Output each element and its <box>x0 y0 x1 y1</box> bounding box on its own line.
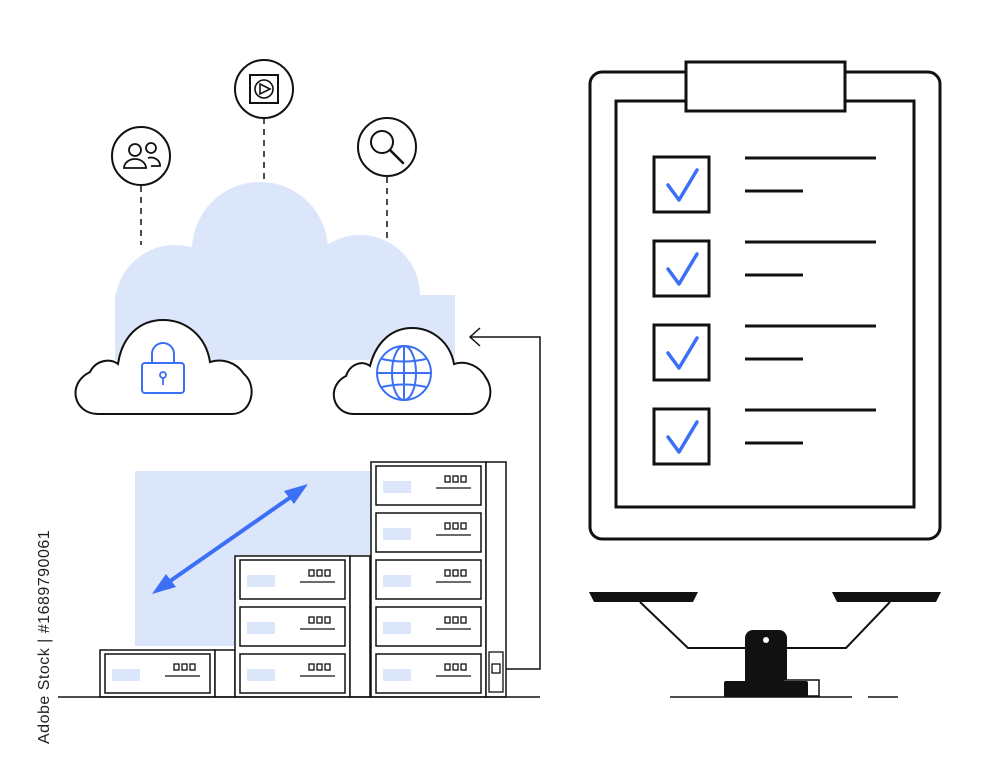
lock-cloud <box>74 318 253 415</box>
search-icon <box>357 117 417 177</box>
server-unit <box>104 653 211 694</box>
server-unit <box>375 512 482 553</box>
clipboard <box>588 60 942 541</box>
checkbox-icon <box>652 407 711 466</box>
server-unit <box>239 559 346 600</box>
server-unit <box>375 653 482 694</box>
scale-pan-left <box>589 592 698 602</box>
globe-cloud <box>332 326 492 415</box>
users-icon <box>111 126 171 186</box>
server-rack <box>99 649 236 698</box>
checklist-item <box>652 239 876 298</box>
clipboard-clip <box>684 60 847 113</box>
checkbox-icon <box>652 239 711 298</box>
network-port <box>488 651 504 693</box>
server-unit <box>375 606 482 647</box>
balance-scale <box>589 592 941 698</box>
globe-icon <box>376 345 432 401</box>
lock-icon <box>141 342 185 394</box>
stock-id-text: Adobe Stock | #1689790061 <box>36 529 53 744</box>
checkbox-icon <box>652 155 711 214</box>
server-racks <box>99 461 507 698</box>
server-unit <box>239 653 346 694</box>
checklist-item <box>652 155 876 214</box>
video-player-icon <box>234 59 294 119</box>
checklist-item <box>652 407 876 466</box>
checklist-item <box>652 323 876 382</box>
scale-pan-right <box>832 592 941 602</box>
server-unit <box>375 559 482 600</box>
server-rack <box>234 555 371 698</box>
server-unit <box>239 606 346 647</box>
server-unit <box>375 465 482 506</box>
checklist <box>652 155 876 466</box>
stock-id-label: Adobe Stock | #1689790061 <box>4 506 53 746</box>
server-rack <box>370 461 507 698</box>
resize-arrow-icon <box>152 484 308 594</box>
sync-arrow <box>468 327 541 670</box>
cloud-cluster <box>74 59 492 415</box>
checkbox-icon <box>652 323 711 382</box>
